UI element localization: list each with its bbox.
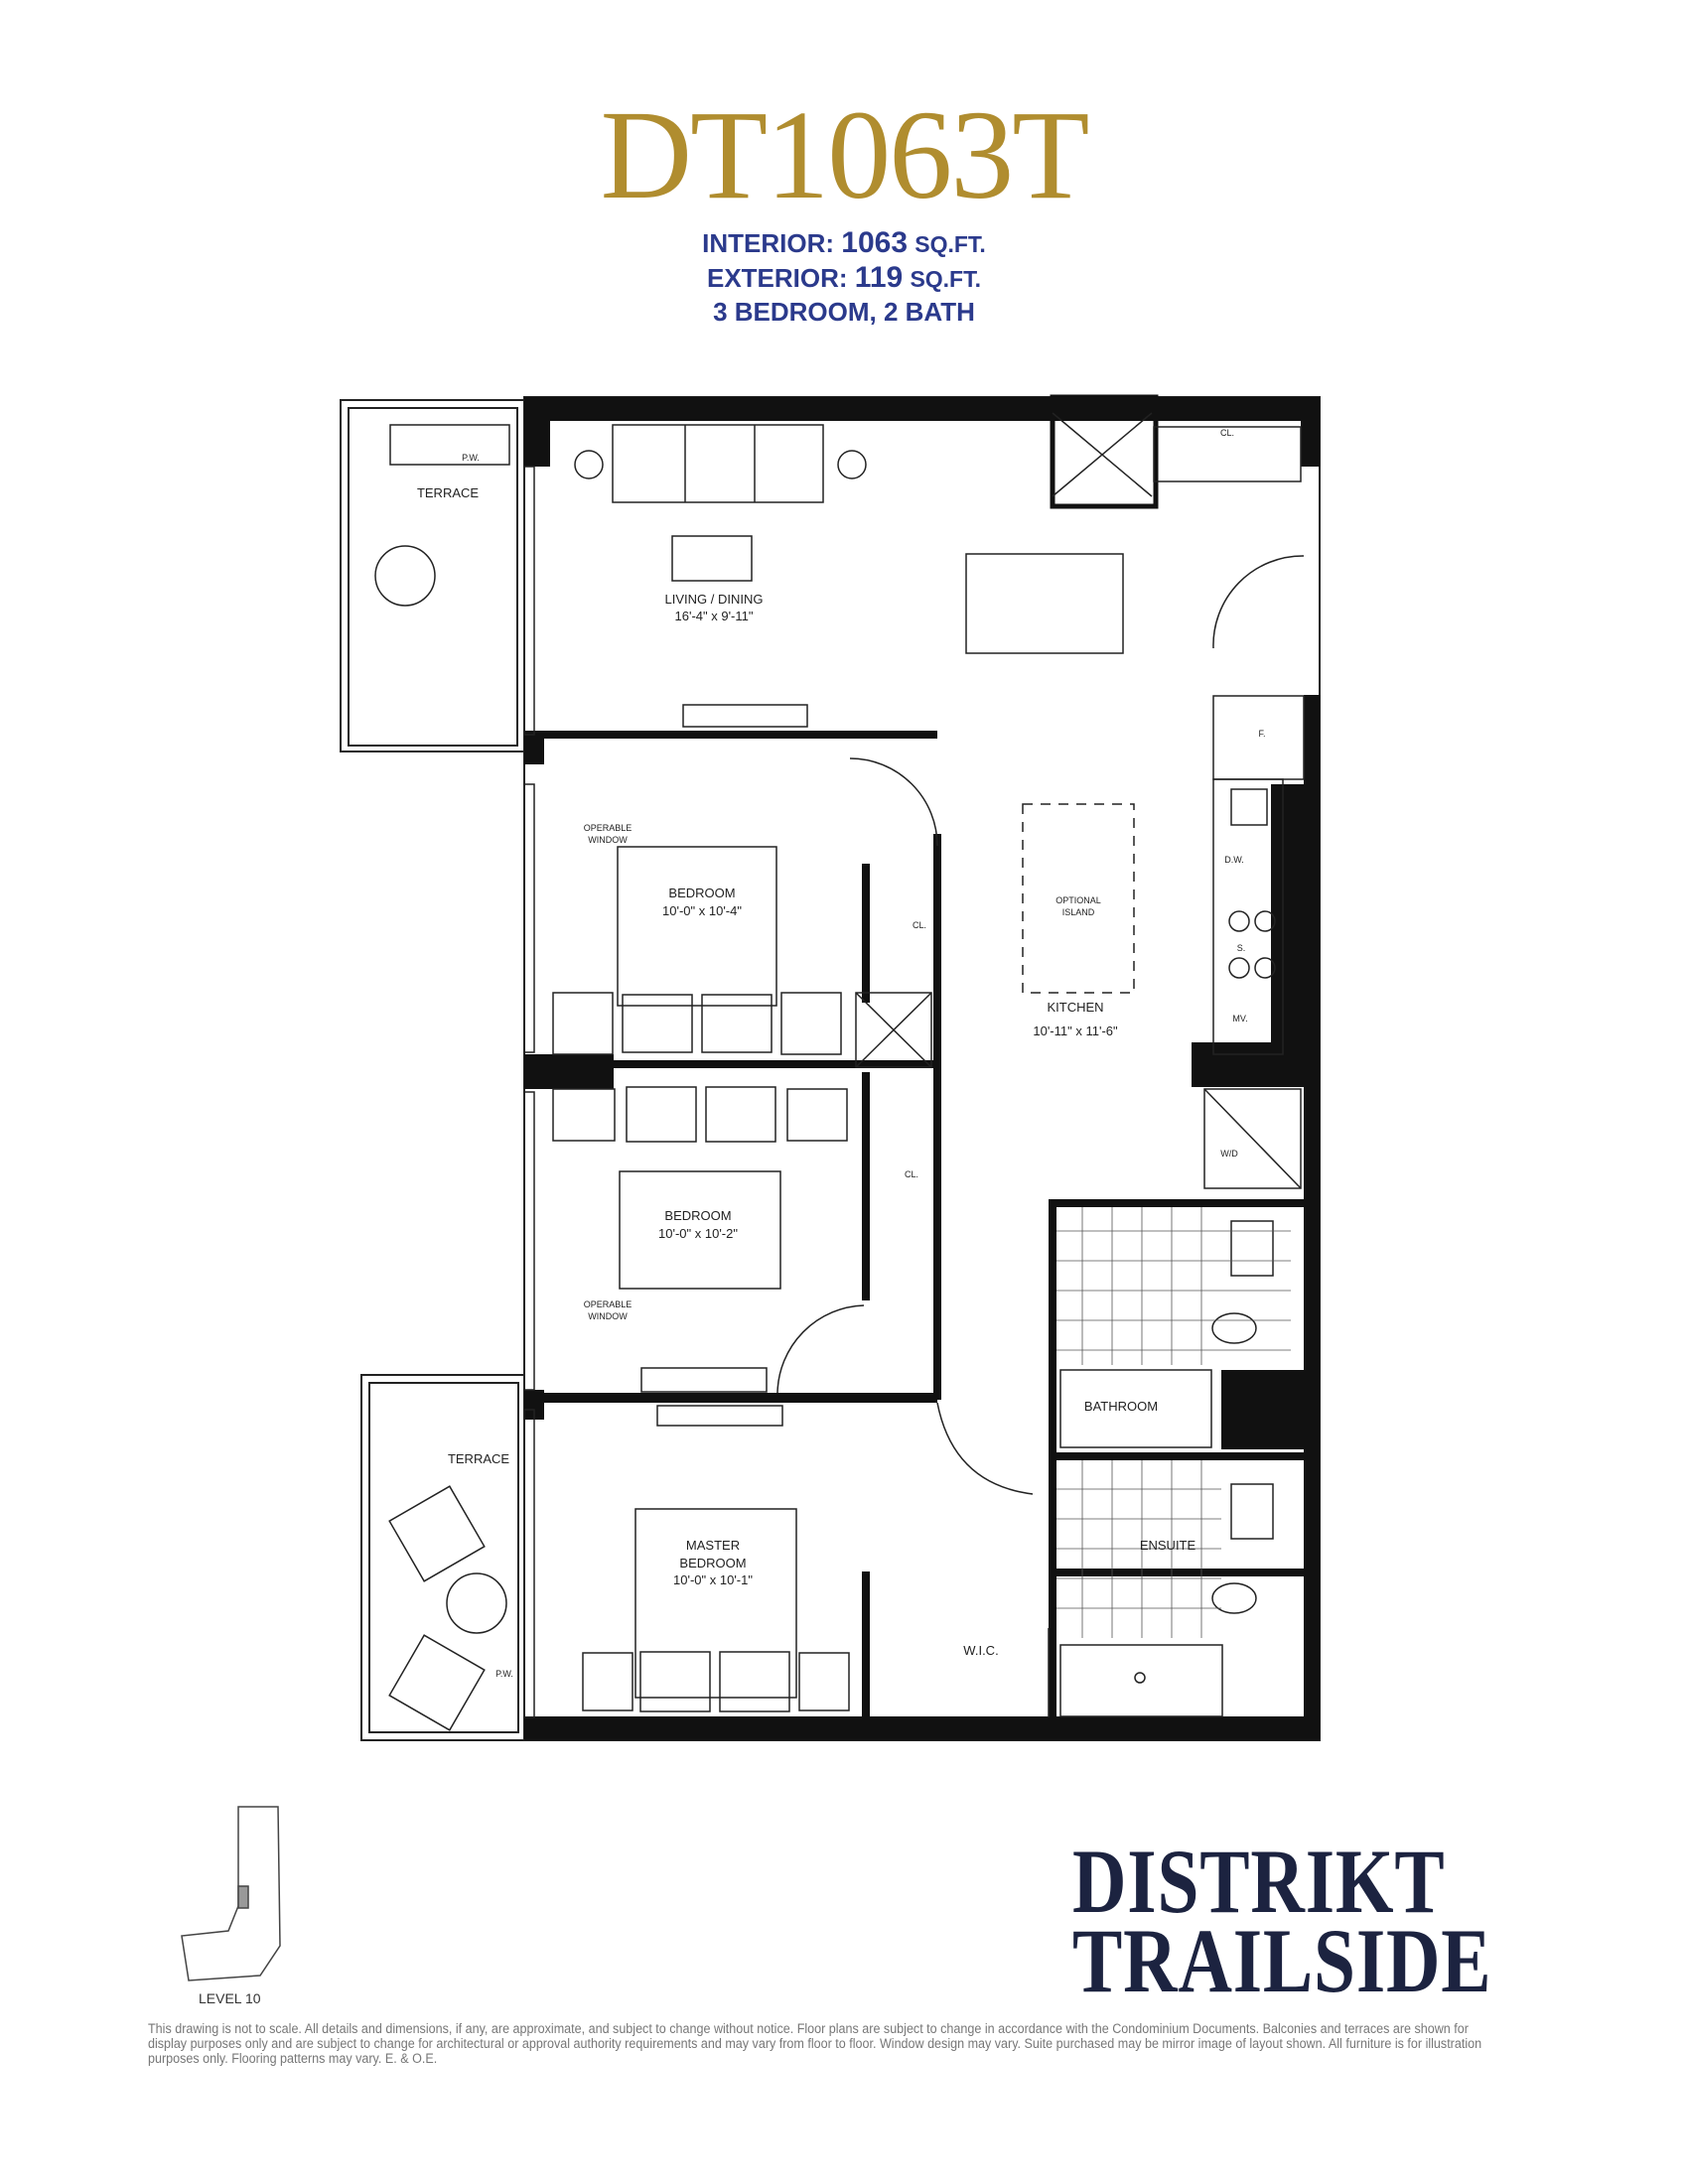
label-terrace-top: TERRACE bbox=[417, 485, 479, 500]
label-fridge: F. bbox=[1258, 729, 1265, 739]
exterior-label: EXTERIOR: bbox=[706, 263, 848, 293]
label-island-b: ISLAND bbox=[1062, 907, 1095, 917]
fixtures-furniture bbox=[374, 412, 1305, 1731]
terrace-top-outline bbox=[340, 399, 525, 752]
label-living-dining: LIVING / DINING bbox=[665, 592, 764, 607]
key-plan-level: LEVEL 10 bbox=[199, 1990, 261, 2006]
terrace-bottom-outline bbox=[360, 1374, 525, 1741]
label-wic: W.I.C. bbox=[963, 1643, 998, 1658]
label-bedroom2-dims: 10'-0" x 10'-2" bbox=[658, 1226, 738, 1241]
interior-label: INTERIOR: bbox=[702, 228, 835, 258]
label-master-b: BEDROOM bbox=[679, 1556, 746, 1570]
brand-line1: DISTRIKT bbox=[1072, 1831, 1446, 1932]
label-master-dims: 10'-0" x 10'-1" bbox=[673, 1572, 753, 1587]
label-living-dims: 16'-4" x 9'-11" bbox=[675, 609, 754, 623]
label-microwave: MV. bbox=[1232, 1014, 1247, 1024]
floor-tiles bbox=[1056, 1207, 1291, 1638]
unit-specs: INTERIOR: 1063 SQ.FT. EXTERIOR: 119 SQ.F… bbox=[0, 226, 1688, 329]
label-pw-top: P.W. bbox=[462, 453, 480, 463]
label-wd: W/D bbox=[1220, 1149, 1238, 1159]
exterior-value: 119 bbox=[854, 261, 904, 294]
exterior-unit: SQ.FT. bbox=[910, 266, 981, 292]
walls bbox=[524, 394, 1320, 1740]
label-bedroom1-dims: 10'-0" x 10'-4" bbox=[662, 903, 742, 918]
label-bedroom2: BEDROOM bbox=[664, 1208, 731, 1223]
bed-bath: 3 BEDROOM, 2 BATH bbox=[713, 297, 975, 327]
label-window-2b: WINDOW bbox=[588, 1311, 628, 1321]
interior-unit: SQ.FT. bbox=[914, 231, 986, 257]
label-pw-bottom: P.W. bbox=[495, 1669, 513, 1679]
label-window-1b: WINDOW bbox=[588, 835, 628, 845]
label-window-1a: OPERABLE bbox=[584, 823, 633, 833]
label-cl-bed1: CL. bbox=[913, 920, 926, 930]
interior-value: 1063 bbox=[841, 226, 909, 259]
label-cl-bed2: CL. bbox=[905, 1169, 918, 1179]
label-master-a: MASTER bbox=[686, 1538, 740, 1553]
brand-line2: TRAILSIDE bbox=[1072, 1910, 1492, 2011]
terrace-bottom-inner bbox=[368, 1382, 519, 1733]
disclaimer: This drawing is not to scale. All detail… bbox=[148, 2021, 1482, 2066]
key-plan bbox=[181, 1806, 281, 1981]
label-sink: S. bbox=[1237, 943, 1246, 953]
label-kitchen-dims: 10'-11" x 11'-6" bbox=[1033, 1024, 1118, 1038]
label-ensuite: ENSUITE bbox=[1140, 1538, 1196, 1553]
terrace-top-inner bbox=[348, 407, 518, 747]
label-window-2a: OPERABLE bbox=[584, 1299, 633, 1309]
label-terrace-bottom: TERRACE bbox=[448, 1451, 509, 1466]
label-dishwasher: D.W. bbox=[1224, 855, 1244, 865]
label-kitchen: KITCHEN bbox=[1047, 1000, 1103, 1015]
interior-area: INTERIOR: 1063 SQ.FT. bbox=[0, 226, 1688, 261]
brand-logo: DISTRIKT TRAILSIDE bbox=[1072, 1831, 1492, 2011]
label-island-a: OPTIONAL bbox=[1055, 895, 1101, 905]
unit-title: DT1063T bbox=[600, 84, 1090, 225]
label-bedroom1: BEDROOM bbox=[668, 886, 735, 900]
label-cl-top: CL. bbox=[1220, 428, 1234, 438]
label-bathroom: BATHROOM bbox=[1084, 1399, 1158, 1414]
exterior-area: EXTERIOR: 119 SQ.FT. bbox=[0, 261, 1688, 296]
